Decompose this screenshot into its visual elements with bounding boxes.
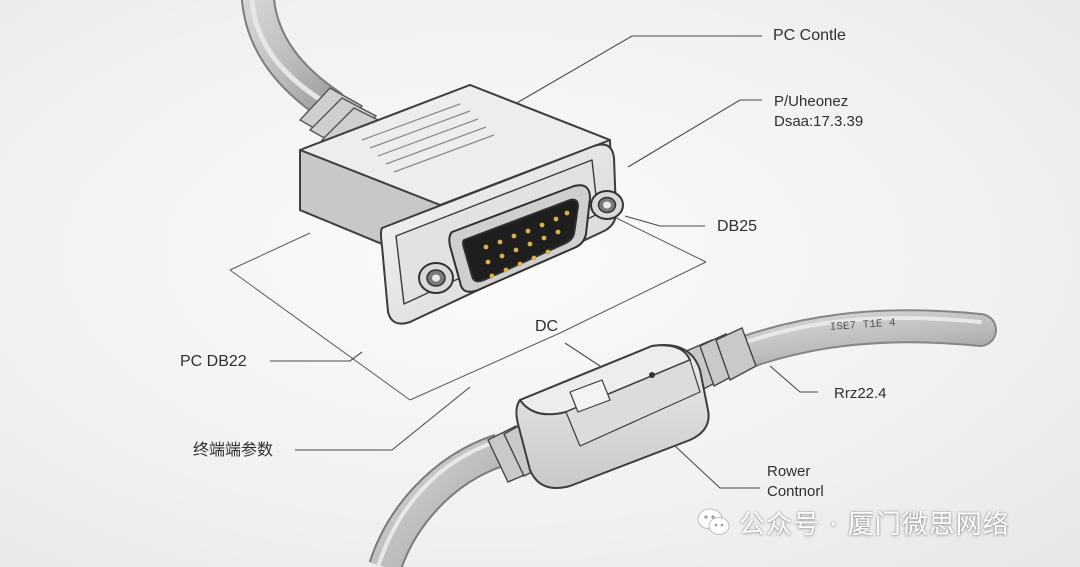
watermark-text: 公众号 · 厦门微思网络: [739, 509, 1010, 540]
label-rower-line1: Rower: [767, 463, 811, 480]
dsub-shell: [448, 184, 591, 293]
bottom-cable: [368, 309, 997, 567]
leader-rower: [659, 431, 760, 489]
leader-pc-db22: [270, 351, 363, 362]
dc-plug-body: [515, 344, 710, 489]
label-p-uheonez-line1: P/Uheonez: [774, 93, 849, 110]
label-rate: Rrz22.4: [834, 385, 887, 402]
label-p-uheonez: P/Uheonez Dsaa:17.3.39: [774, 92, 863, 132]
leader-pc-contle: [514, 35, 762, 105]
wechat-icon: [697, 507, 731, 537]
label-rower-line2: Contnorl: [767, 483, 824, 500]
thumbscrew-left: [418, 262, 454, 294]
leader-lines: [270, 35, 818, 489]
label-cn-param: 终端端参数: [193, 442, 274, 459]
top-cable: [241, 0, 347, 122]
thumbscrew-right: [590, 190, 624, 220]
leader-cn-param: [295, 386, 471, 451]
watermark: 公众号 · 厦门微思网络: [697, 505, 1010, 540]
label-db25: DB25: [717, 218, 758, 235]
pin-array: [483, 210, 570, 279]
leader-rate: [769, 365, 818, 393]
label-pc-db22: PC DB22: [180, 353, 247, 370]
leader-db25: [624, 215, 705, 227]
label-dc: DC: [535, 318, 559, 335]
label-rower-control: Rower Contnorl: [767, 462, 824, 502]
annotation-outline: [229, 209, 707, 401]
cable-print: ISE7 T1E 4: [829, 317, 896, 334]
leader-dc: [564, 342, 601, 367]
strain-relief-right: [683, 327, 757, 394]
leader-p-uheonez: [627, 99, 762, 168]
label-pc-contle: PC Contle: [773, 27, 846, 44]
label-p-uheonez-line2: Dsaa:17.3.39: [774, 113, 864, 130]
